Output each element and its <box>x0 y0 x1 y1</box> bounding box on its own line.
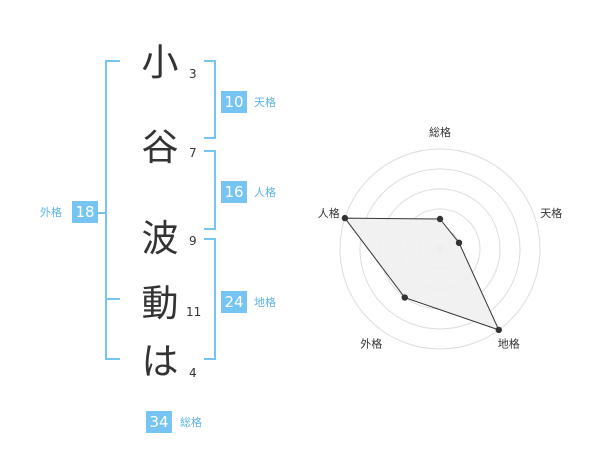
chikaku-bracket-vertical <box>214 238 216 360</box>
radar-grid-ring <box>359 168 521 330</box>
name-char-5: は <box>141 340 179 383</box>
jinkaku-bracket-top <box>204 150 216 152</box>
radar-axis-label: 人格 <box>318 206 340 220</box>
chikaku-label: 地格 <box>254 296 276 309</box>
jinkaku-value-box: 16 <box>221 181 247 203</box>
stroke-count-1: 3 <box>189 67 197 81</box>
soukaku-label: 総格 <box>180 416 202 429</box>
name-char-2: 谷 <box>141 126 179 169</box>
name-char-4: 動 <box>141 282 179 325</box>
chikaku-value-box: 24 <box>221 291 247 313</box>
outer-bracket-connector <box>94 212 106 214</box>
name-char-1: 小 <box>141 41 179 84</box>
outer-bracket-bottom <box>105 358 120 360</box>
jinkaku-bracket-vertical <box>214 150 216 230</box>
tenkaku-label: 天格 <box>254 96 276 109</box>
name-char-3: 波 <box>141 217 179 260</box>
outer-bracket-top <box>105 60 120 62</box>
radar-point-1 <box>455 239 463 247</box>
chikaku-bracket-top <box>204 238 216 240</box>
tenkaku-bracket-top <box>204 60 216 62</box>
jinkaku-label: 人格 <box>254 186 276 199</box>
radar-data-polygon <box>343 217 500 331</box>
gaikaku-value-box: 18 <box>72 201 98 223</box>
radar-point-3 <box>401 294 408 301</box>
tenkaku-bracket-vertical <box>214 60 216 139</box>
radar-axis-label: 外格 <box>360 337 382 351</box>
soukaku-value-box: 34 <box>146 411 172 433</box>
radar-axis-label: 天格 <box>540 206 562 220</box>
outer-bracket-mid <box>105 298 120 300</box>
stroke-count-3: 9 <box>189 234 197 248</box>
radar-axis-label: 地格 <box>498 337 520 351</box>
tenkaku-value-box: 10 <box>221 91 247 113</box>
stroke-count-5: 4 <box>189 366 197 380</box>
stroke-count-4: 11 <box>186 305 202 319</box>
radar-axis-label: 総格 <box>429 125 451 139</box>
jinkaku-bracket-bottom <box>204 228 216 230</box>
outer-bracket-vertical <box>105 60 107 360</box>
chikaku-bracket-bottom <box>204 358 216 360</box>
radar-point-0 <box>436 215 444 223</box>
stroke-count-2: 7 <box>189 146 197 160</box>
gaikaku-label: 外格 <box>40 206 62 219</box>
radar-grid-ring <box>339 148 541 350</box>
radar-point-4 <box>341 214 349 222</box>
tenkaku-bracket-bottom <box>204 137 216 139</box>
radar-point-2 <box>495 326 502 334</box>
